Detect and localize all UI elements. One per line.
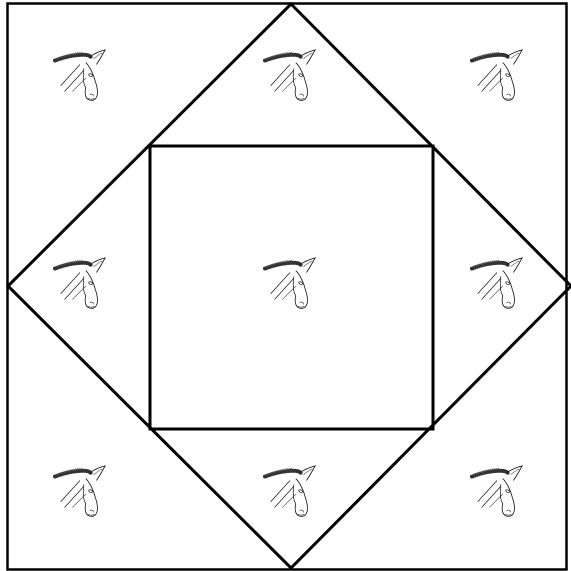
donkey-head-icon [265, 258, 315, 308]
donkey-head-icon [265, 466, 315, 516]
donkey-head-grid [55, 50, 522, 516]
outer-square [8, 4, 567, 570]
donkey-head-icon [472, 258, 522, 308]
donkey-head-icon [55, 258, 105, 308]
diamond-square [8, 4, 571, 568]
donkey-head-icon [472, 50, 522, 100]
donkey-head-icon [55, 50, 105, 100]
inner-square [150, 146, 433, 429]
donkey-head-icon [55, 466, 105, 516]
donkey-head-icon [472, 466, 522, 516]
donkey-head-icon [265, 50, 315, 100]
